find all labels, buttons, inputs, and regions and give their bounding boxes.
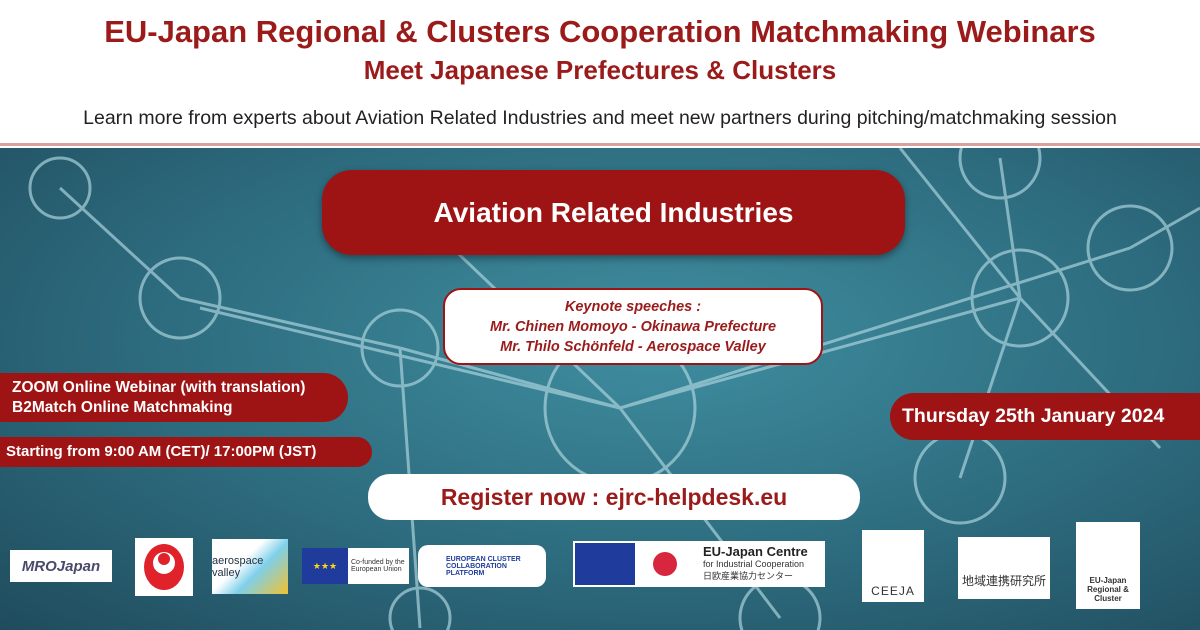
topic-banner: Aviation Related Industries bbox=[322, 170, 905, 255]
logo-ceeja: CEEJA bbox=[862, 530, 924, 602]
eujc-name: EU-Japan Centre bbox=[703, 544, 808, 559]
logo-aerospace-valley: aerospace valley bbox=[212, 539, 288, 594]
keynote-heading: Keynote speeches : bbox=[564, 299, 702, 315]
page-title: EU-Japan Regional & Clusters Cooperation… bbox=[104, 14, 1096, 49]
page-subtitle: Meet Japanese Prefectures & Clusters bbox=[363, 55, 837, 85]
start-time-pill: Starting from 9:00 AM (CET)/ 17:00PM (JS… bbox=[0, 437, 372, 467]
format-webinar: ZOOM Online Webinar (with translation) bbox=[12, 379, 306, 396]
tagline: Learn more from experts about Aviation R… bbox=[83, 107, 1117, 129]
logo-eu-cofunded: ★★★ Co-funded by the European Union bbox=[302, 548, 409, 584]
logo-eccp: EUROPEAN CLUSTER COLLABORATION PLATFORM bbox=[418, 545, 546, 587]
logo-helpdesk: EU-Japan Regional & Cluster bbox=[1076, 522, 1140, 609]
header: EU-Japan Regional & Clusters Cooperation… bbox=[0, 0, 1200, 146]
logo-eu-japan-centre: EU-Japan Centre for Industrial Cooperati… bbox=[573, 541, 825, 587]
logo-okinawa bbox=[135, 538, 193, 596]
eu-cofunded-text: Co-funded by the European Union bbox=[351, 559, 405, 573]
event-date-pill: Thursday 25th January 2024 bbox=[890, 393, 1200, 440]
format-matchmaking: B2Match Online Matchmaking bbox=[12, 399, 233, 416]
keynote-speaker: Mr. Thilo Schönfeld - Aerospace Valley bbox=[500, 339, 766, 355]
register-button[interactable]: Register now : ejrc-helpdesk.eu bbox=[368, 474, 860, 520]
logo-mro-japan: MROJapan bbox=[10, 550, 112, 582]
logo-irc: 地域連携研究所 bbox=[958, 537, 1050, 599]
japan-flag-icon bbox=[635, 543, 695, 585]
eu-flag-icon: ★★★ bbox=[302, 548, 348, 584]
keynote-box: Keynote speeches : Mr. Chinen Momoyo - O… bbox=[443, 288, 823, 365]
network-background-graphic bbox=[28, 148, 1200, 630]
keynote-speaker: Mr. Chinen Momoyo - Okinawa Prefecture bbox=[489, 319, 777, 335]
format-pill: ZOOM Online Webinar (with translation) B… bbox=[0, 373, 348, 422]
eujc-sub: for Industrial Cooperation bbox=[703, 559, 805, 569]
eu-flag-icon bbox=[575, 543, 635, 585]
eujc-jp: 日欧産業協力センター bbox=[703, 571, 794, 581]
